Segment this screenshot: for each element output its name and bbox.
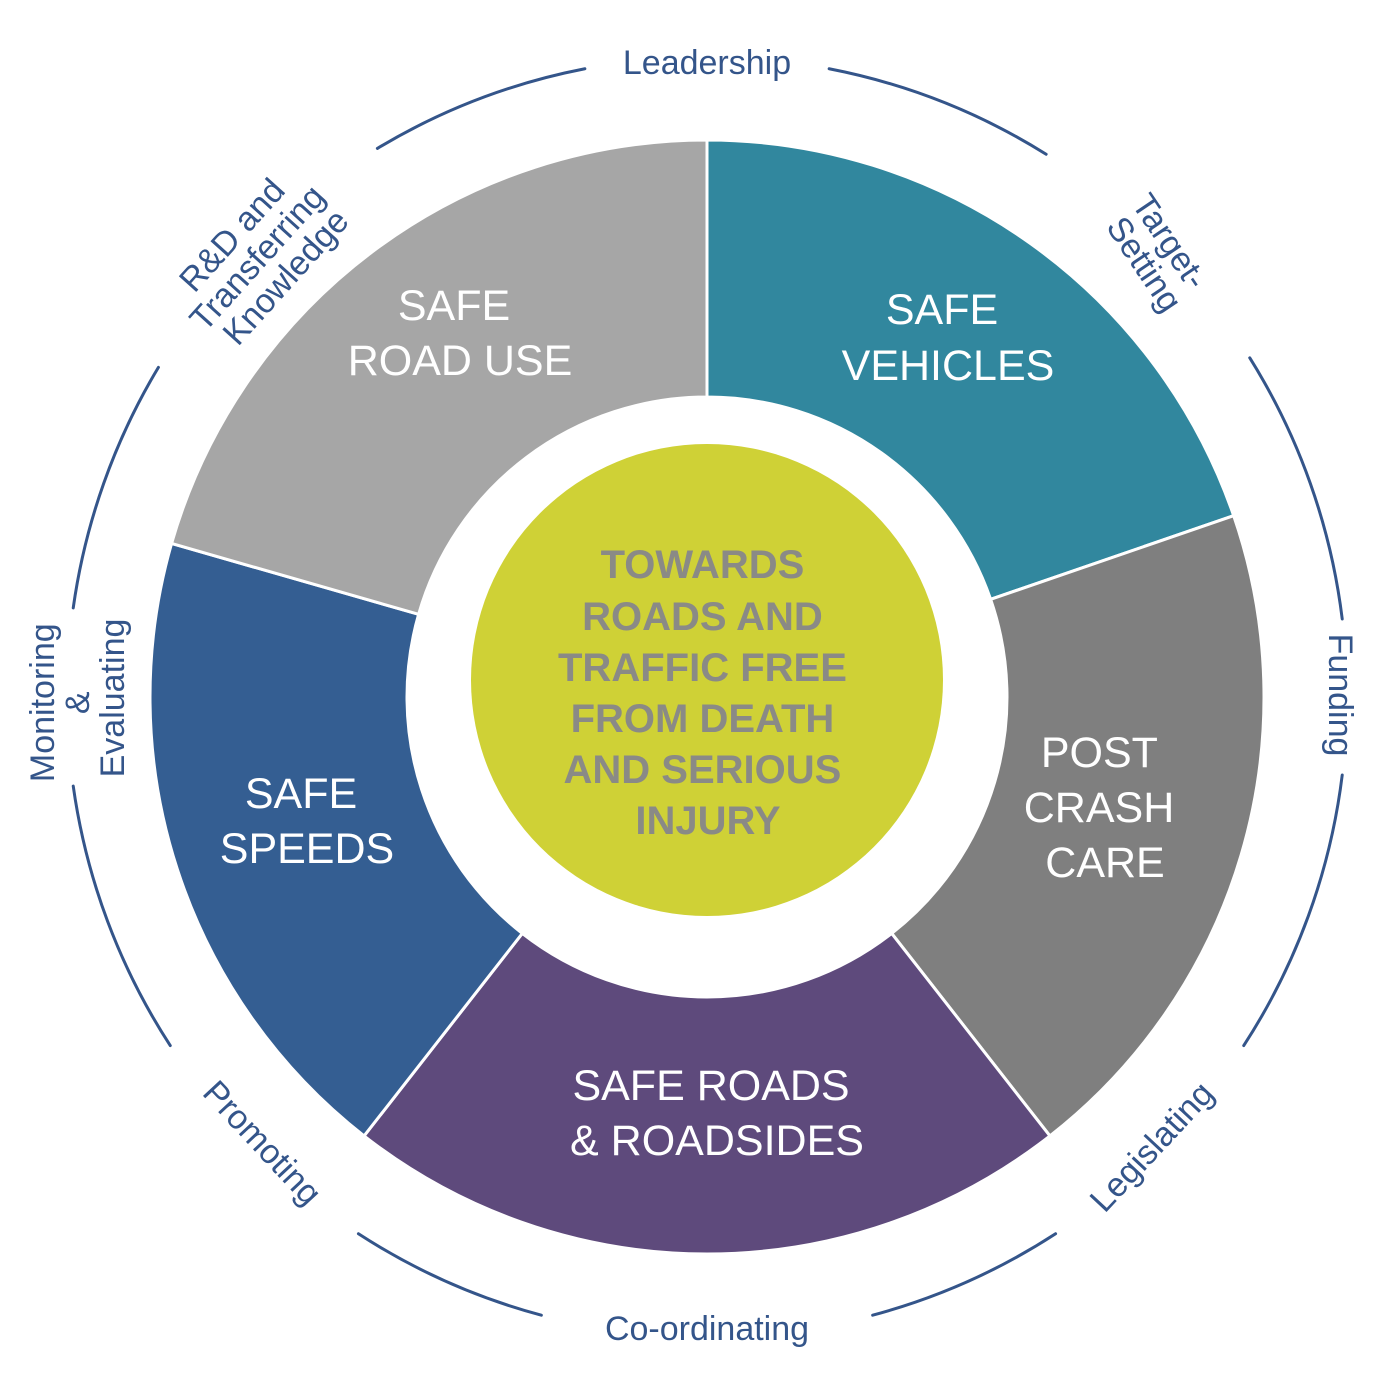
ring-label-leadership: Leadership [623,44,791,82]
segment-safe-speeds [148,541,525,1139]
segment-label-safe-roads-roadsides: SAFE ROADS & ROADSIDES [570,1062,864,1165]
ring-arc [1242,773,1344,1048]
center-label: TOWARDS ROADS AND TRAFFIC FREE FROM DEAT… [558,543,858,843]
ring-label-target-setting: Target- Setting [1096,187,1220,323]
segment-post-crash-care [889,513,1266,1139]
ring-arc [1248,356,1344,621]
ring-arc [71,365,160,610]
ring-label-monitoring-evaluating: Monitoring & Evaluating [24,614,132,782]
ring-label-legislating: Legislating [1083,1075,1222,1220]
segment-label-safe-road-use: SAFE ROAD USE [348,282,573,385]
ring-arc [871,1232,1058,1317]
ring-arc [71,784,172,1048]
ring-label-co-ordinating: Co-ordinating [605,1310,809,1348]
center-circle [471,444,943,916]
ring-arc [356,1232,543,1317]
ring-label-promoting: Promoting [195,1073,328,1212]
ring-arc [375,67,587,150]
segment-safe-vehicles [705,138,1236,602]
segment-label-post-crash-care: POST CRASH CARE [1024,729,1186,887]
segment-label-safe-speeds: SAFE SPEEDS [220,770,394,873]
outer-ring [71,67,1344,1317]
segment-safe-roads-roadsides [361,931,1053,1256]
segment-safe-road-use [169,138,709,617]
ring-arc [827,67,1048,156]
segment-label-safe-vehicles: SAFE VEHICLES [842,286,1055,390]
ring-label-funding: Funding [1321,634,1359,757]
